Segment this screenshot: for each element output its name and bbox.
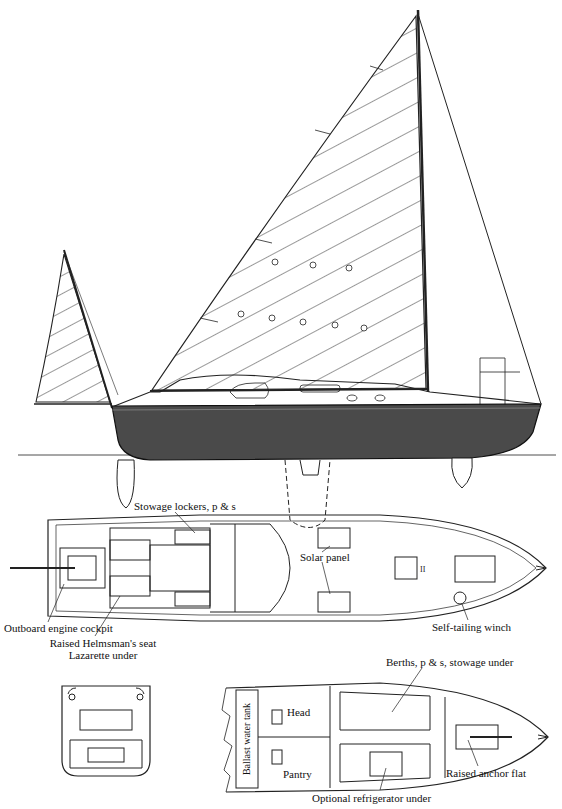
region-label: Ballast water tank [241,703,253,775]
callout-label: Head [287,706,310,718]
callout-label: Raised anchor flat [446,767,526,779]
callout-label: Solar panel [300,551,350,563]
profile-view [18,10,556,528]
callout-label: Stowage lockers, p & s [134,500,236,512]
callout-label: Pantry [283,768,312,780]
interior-plan [222,683,548,792]
callout-label: Berths, p & s, stowage under [386,656,513,668]
svg-text:II: II [420,565,426,574]
callout-label: Optional refrigerator under [312,792,431,804]
section-view [62,686,150,776]
callout-label: Self-tailing winch [432,621,511,633]
callout-label: Raised Helmsman's seat Lazarette under [38,637,168,661]
callout-label: Outboard engine cockpit [4,622,113,634]
deck-plan: II [10,515,546,621]
